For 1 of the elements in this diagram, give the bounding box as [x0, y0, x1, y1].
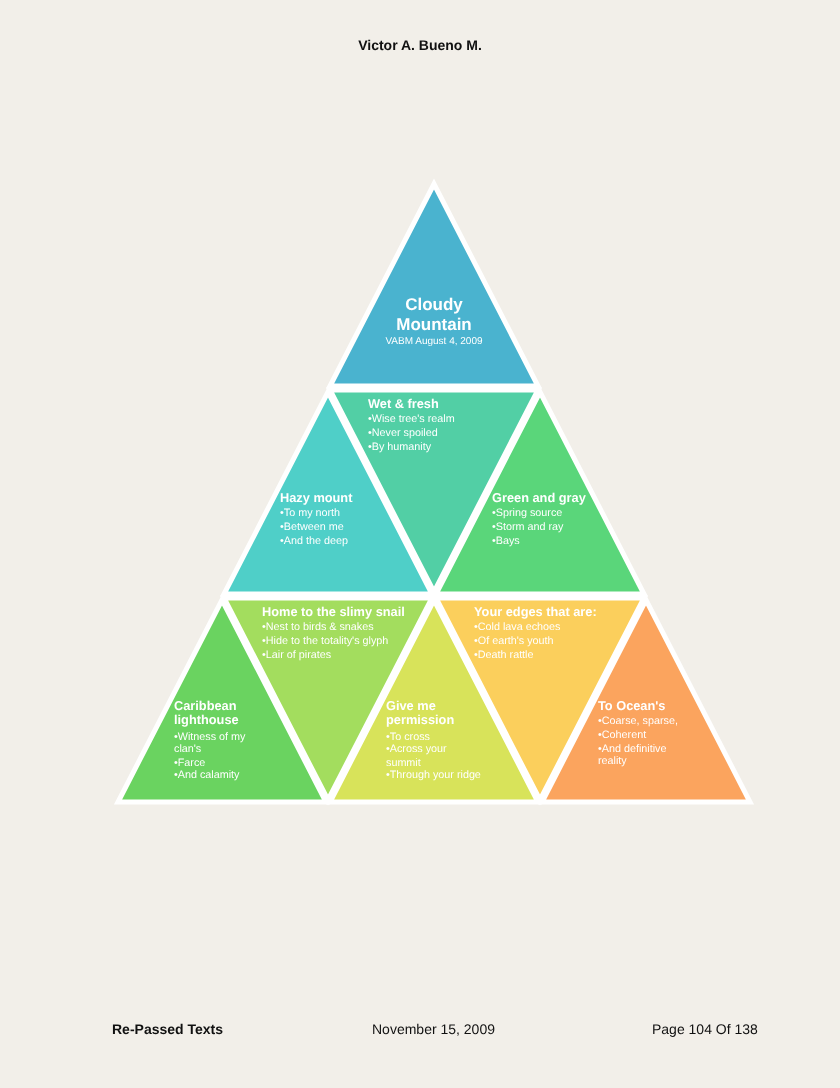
segment-title: Cloudy Mountain — [394, 296, 474, 336]
